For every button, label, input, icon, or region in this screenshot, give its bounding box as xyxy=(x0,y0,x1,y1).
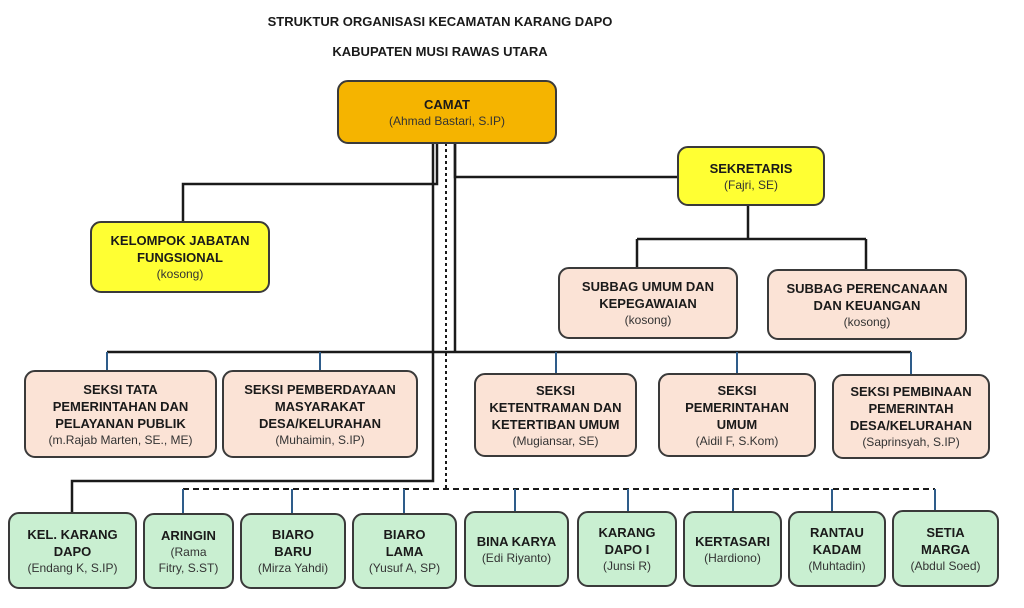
node-desa-rantau-kadam: RANTAU KADAM (Muhtadin) xyxy=(788,511,886,587)
node-person: (Ahmad Bastari, S.IP) xyxy=(388,113,506,128)
node-person: (Saprinsyah, S.IP) xyxy=(862,435,960,449)
node-person: (Fajri, SE) xyxy=(724,177,778,192)
node-desa-setia-marga: SETIA MARGA (Abdul Soed) xyxy=(892,510,999,587)
node-title: KARANG DAPO I xyxy=(598,525,656,557)
node-title: KEL. KARANG DAPO xyxy=(27,526,118,559)
node-person: (Muhtadin) xyxy=(808,559,866,573)
node-camat: CAMAT (Ahmad Bastari, S.IP) xyxy=(337,80,557,144)
node-seksi-ketentraman: SEKSI KETENTRAMAN DAN KETERTIBAN UMUM (M… xyxy=(474,373,637,457)
node-title: SEKRETARIS xyxy=(709,160,793,176)
node-person: (Hardiono) xyxy=(704,550,761,565)
connector-camat-kelurahan xyxy=(70,143,435,513)
node-person: (kosong) xyxy=(624,313,672,327)
node-desa-aringin: ARINGIN (Rama Fitry, S.ST) xyxy=(143,513,234,589)
chart-title-line-2: KABUPATEN MUSI RAWAS UTARA xyxy=(332,44,548,59)
node-desa-kertasari: KERTASARI (Hardiono) xyxy=(683,511,782,587)
node-title: SEKSI KETENTRAMAN DAN KETERTIBAN UMUM xyxy=(489,382,622,432)
node-title: SUBBAG PERENCANAAN DAN KEUANGAN xyxy=(786,280,948,313)
node-subbag-perencanaan: SUBBAG PERENCANAAN DAN KEUANGAN (kosong) xyxy=(767,269,967,340)
node-kelompok-jabatan-fungsional: KELOMPOK JABATAN FUNGSIONAL (kosong) xyxy=(90,221,270,293)
node-person: (Muhaimin, S.IP) xyxy=(275,432,365,447)
node-subbag-umum: SUBBAG UMUM DAN KEPEGAWAIAN (kosong) xyxy=(558,267,738,339)
node-sekretaris: SEKRETARIS (Fajri, SE) xyxy=(677,146,825,206)
node-title: KELOMPOK JABATAN FUNGSIONAL xyxy=(110,233,250,265)
node-person: (Edi Riyanto) xyxy=(481,550,552,565)
node-desa-kel-karang-dapo: KEL. KARANG DAPO (Endang K, S.IP) xyxy=(8,512,137,589)
node-title: SEKSI PEMBINAAN PEMERINTAH DESA/KELURAHA… xyxy=(849,384,973,433)
node-person: (m.Rajab Marten, SE., ME) xyxy=(48,432,193,447)
node-person: (kosong) xyxy=(843,314,891,329)
connector-camat-sekretaris xyxy=(453,143,678,179)
node-title: SEKSI TATA PEMERINTAHAN DAN PELAYANAN PU… xyxy=(52,381,189,431)
node-seksi-pemberdayaan: SEKSI PEMBERDAYAAN MASYARAKAT DESA/KELUR… xyxy=(222,370,418,458)
node-title: KERTASARI xyxy=(695,533,770,549)
node-person: (Rama Fitry, S.ST) xyxy=(158,544,219,575)
node-person: (Endang K, S.IP) xyxy=(27,560,118,575)
node-seksi-pembinaan: SEKSI PEMBINAAN PEMERINTAH DESA/KELURAHA… xyxy=(832,374,990,459)
node-desa-bina-karya: BINA KARYA (Edi Riyanto) xyxy=(464,511,569,587)
node-person: (Mugiansar, SE) xyxy=(512,433,599,448)
node-desa-biaro-lama: BIARO LAMA (Yusuf A, SP) xyxy=(352,513,457,589)
connector-camat-kelompok xyxy=(181,143,439,222)
node-desa-karang-dapo-1: KARANG DAPO I (Junsi R) xyxy=(577,511,677,587)
node-title: BINA KARYA xyxy=(476,533,557,549)
node-seksi-tata-pemerintahan: SEKSI TATA PEMERINTAHAN DAN PELAYANAN PU… xyxy=(24,370,217,458)
node-person: (Junsi R) xyxy=(602,559,651,573)
node-title: BIARO LAMA xyxy=(383,527,426,559)
node-person: (Aidil F, S.Kom) xyxy=(695,433,779,448)
node-person: (kosong) xyxy=(156,267,204,281)
node-title: CAMAT xyxy=(424,96,470,112)
node-title: SEKSI PEMERINTAHAN UMUM xyxy=(685,382,789,432)
node-title: BIARO BARU xyxy=(272,527,314,559)
node-title: ARINGIN xyxy=(161,527,216,543)
node-person: (Mirza Yahdi) xyxy=(257,561,329,575)
node-title: RANTAU KADAM xyxy=(810,525,864,557)
node-desa-biaro-baru: BIARO BARU (Mirza Yahdi) xyxy=(240,513,346,589)
node-person: (Abdul Soed) xyxy=(910,558,981,573)
chart-title-line-1: STRUKTUR ORGANISASI KECAMATAN KARANG DAP… xyxy=(267,14,613,29)
node-title: SEKSI PEMBERDAYAAN MASYARAKAT DESA/KELUR… xyxy=(244,381,396,431)
node-title: SETIA MARGA xyxy=(920,524,971,557)
node-person: (Yusuf A, SP) xyxy=(368,561,441,575)
node-title: SUBBAG UMUM DAN KEPEGAWAIAN xyxy=(581,279,715,311)
node-seksi-pemerintahan-umum: SEKSI PEMERINTAHAN UMUM (Aidil F, S.Kom) xyxy=(658,373,816,457)
